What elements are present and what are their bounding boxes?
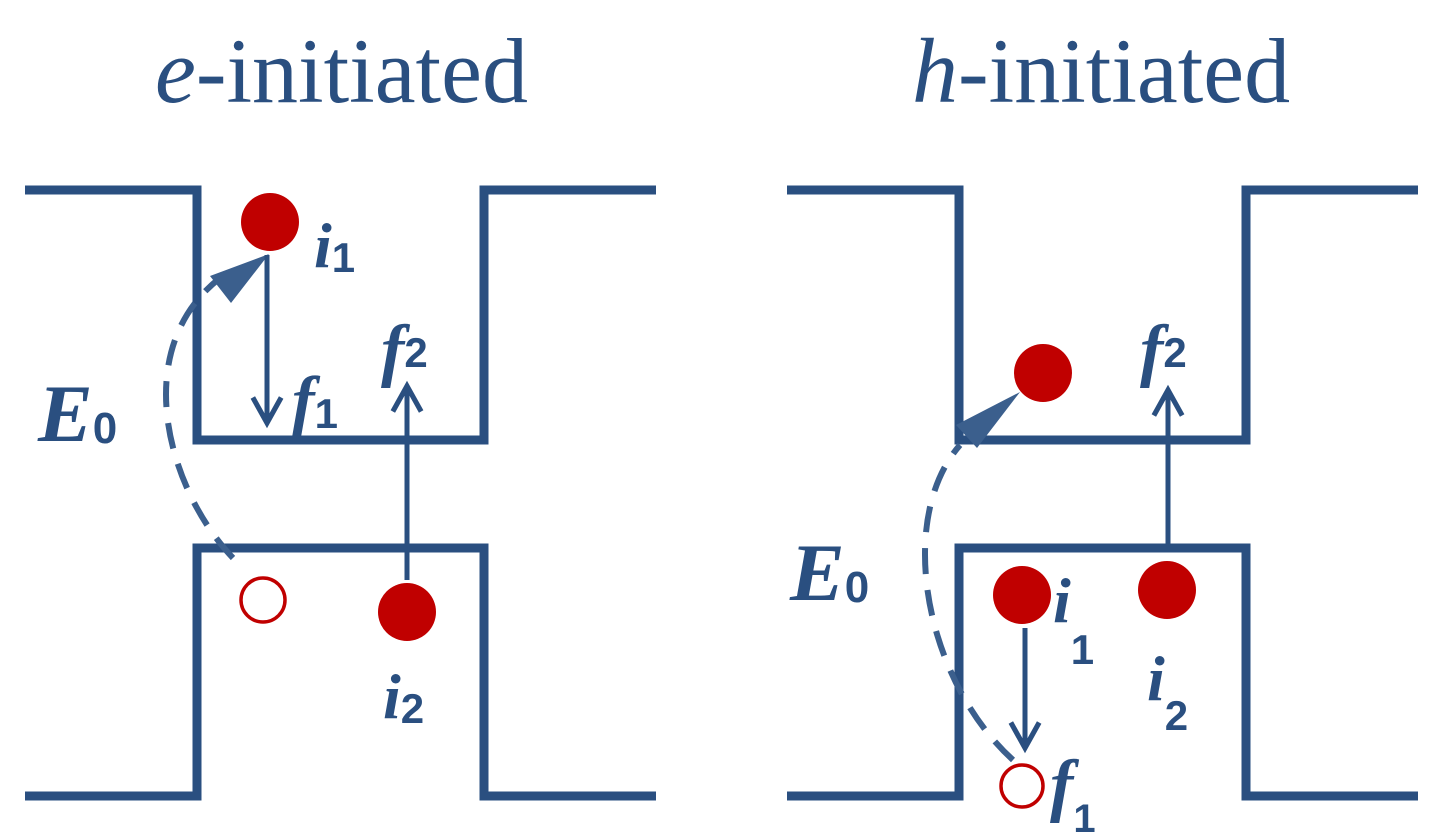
valence-band-edge [787, 543, 1418, 801]
hole-left [239, 576, 287, 624]
hole-f1 [999, 763, 1045, 809]
label-f1: f1 [1050, 747, 1096, 840]
panel-title: e-initiated [155, 20, 528, 122]
label-i2: i2 [383, 661, 424, 732]
label-i2: i2 [1147, 643, 1188, 739]
conduction-band-edge [25, 185, 656, 445]
electron-i1 [993, 566, 1051, 624]
electron-i2 [1138, 561, 1196, 619]
energy-transfer-arrowhead [956, 392, 1020, 448]
valence-band-edge [25, 543, 656, 801]
panel-title: h-initiated [912, 20, 1290, 122]
label-E0: E0 [789, 527, 869, 618]
energy-transfer-arrowhead [210, 254, 269, 303]
label-E0: E0 [37, 368, 117, 459]
electron-i2 [378, 583, 436, 641]
conduction-band-edge [787, 185, 1418, 445]
energy-transfer-arc [163, 275, 236, 561]
energy-transfer-arc [922, 443, 1016, 763]
panel-e-initiated: e-initiated E0 i1 f1 f2 i2 [25, 20, 656, 801]
panel-h-initiated: h-initiated E0 f2 i1 i2 f1 [787, 20, 1418, 840]
label-f2: f2 [381, 312, 428, 389]
label-f2: f2 [1140, 312, 1187, 389]
label-f1: f1 [292, 362, 338, 438]
electron-excited [1014, 344, 1072, 402]
electron-i1 [241, 193, 299, 251]
label-i1: i1 [1053, 565, 1094, 673]
label-i1: i1 [314, 210, 355, 281]
